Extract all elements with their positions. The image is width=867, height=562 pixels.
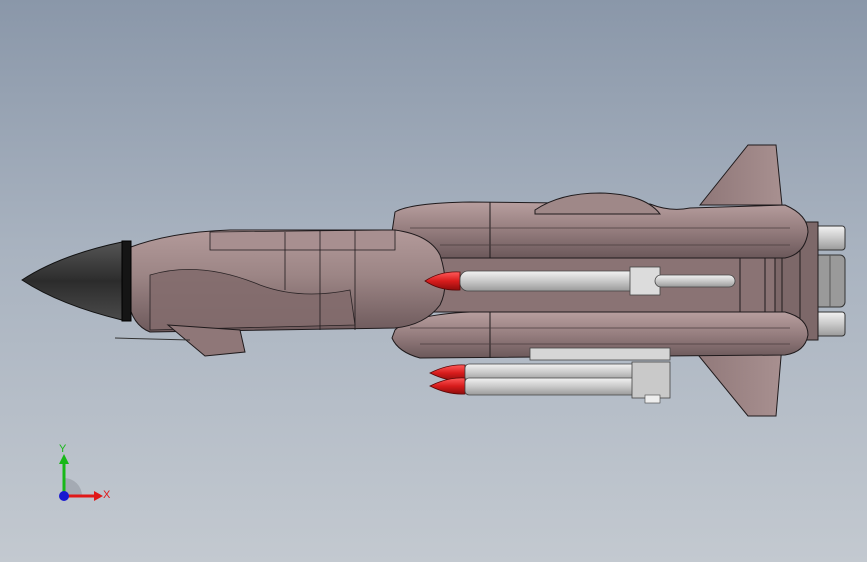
upper-tail-fin [698,144,783,206]
triad-quadrant-shade [64,478,82,496]
center-missile [424,266,736,296]
coordinate-triad: Y X [59,443,111,501]
triad-y-arrow [59,454,69,464]
triad-z-origin [59,491,69,501]
triad-x-label: X [103,489,111,501]
lower-pod [391,311,809,359]
lower-missiles [429,347,671,404]
nose-cone [21,240,132,322]
canard-wing [114,324,246,357]
triad-x-arrow [94,491,103,501]
upper-pod [391,192,809,259]
main-fuselage [127,229,446,333]
triad-y-label: Y [59,443,67,455]
